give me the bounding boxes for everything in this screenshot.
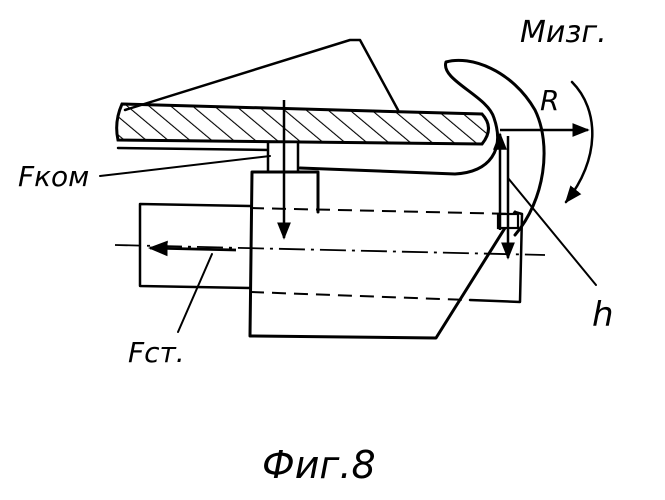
slider-body bbox=[250, 172, 515, 338]
leader-f-static bbox=[178, 254, 212, 332]
f-static-arrow bbox=[150, 248, 236, 250]
hatched-plate bbox=[117, 104, 489, 144]
figure-caption: Фиг.8 bbox=[262, 443, 376, 487]
height-label: h bbox=[592, 295, 614, 335]
reaction-label: R bbox=[540, 84, 559, 117]
moment-label: Мизг. bbox=[520, 15, 607, 50]
lever-wedge-outline bbox=[125, 40, 398, 110]
moment-arrow bbox=[566, 82, 592, 202]
f-static-label: Fст. bbox=[128, 336, 185, 369]
leader-f-contact bbox=[100, 156, 270, 176]
plate-underside bbox=[118, 148, 270, 150]
f-contact-label: Fком bbox=[18, 160, 89, 193]
